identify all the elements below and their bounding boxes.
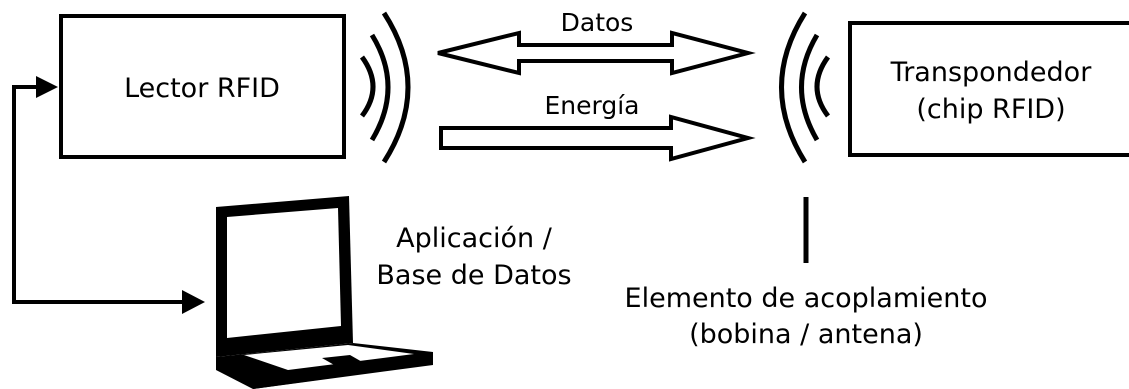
- energy-arrow-shape: [439, 114, 756, 162]
- laptop-front-edge: [253, 358, 433, 389]
- transponder-waves-icon: [779, 11, 831, 164]
- arrowhead-to-laptop-icon: [182, 290, 205, 314]
- transponder-node: Transpondedor (chip RFID): [848, 21, 1129, 157]
- transponder-label-line2: (chip RFID): [916, 94, 1065, 125]
- app-reader-connector: [12, 76, 205, 314]
- coupling-label-line2: (bobina / antena): [689, 319, 923, 350]
- data-arrow-label: Datos: [561, 8, 634, 37]
- reader-wave-large: [381, 11, 411, 164]
- reader-wave-medium: [369, 33, 391, 142]
- reader-label: Lector RFID: [124, 73, 280, 104]
- transponder-wave-large: [779, 11, 808, 164]
- data-double-arrow-shape: [437, 30, 756, 76]
- reader-node: Lector RFID: [59, 14, 346, 159]
- reader-waves-icon: [359, 11, 411, 164]
- connector-line: [12, 85, 184, 304]
- reader-box: [59, 14, 346, 159]
- transponder-wave-medium: [799, 33, 820, 142]
- transponder-label-line1: Transpondedor: [890, 57, 1093, 88]
- laptop-touchpad: [322, 355, 364, 366]
- energy-arrow: Energía: [439, 91, 756, 162]
- application-label-line2: Base de Datos: [376, 260, 571, 291]
- laptop-icon: [216, 196, 433, 389]
- reader-wave-small: [359, 55, 376, 118]
- laptop-screen-glass: [227, 208, 341, 338]
- coupling-label-line1: Elemento de acoplamiento: [625, 283, 988, 314]
- transponder-wave-small: [814, 55, 831, 118]
- arrowhead-to-reader-icon: [36, 76, 58, 98]
- transponder-box: [848, 21, 1129, 157]
- data-arrow: Datos: [437, 8, 756, 76]
- application-label-line1: Aplicación /: [396, 223, 553, 254]
- energy-arrow-label: Energía: [545, 91, 640, 120]
